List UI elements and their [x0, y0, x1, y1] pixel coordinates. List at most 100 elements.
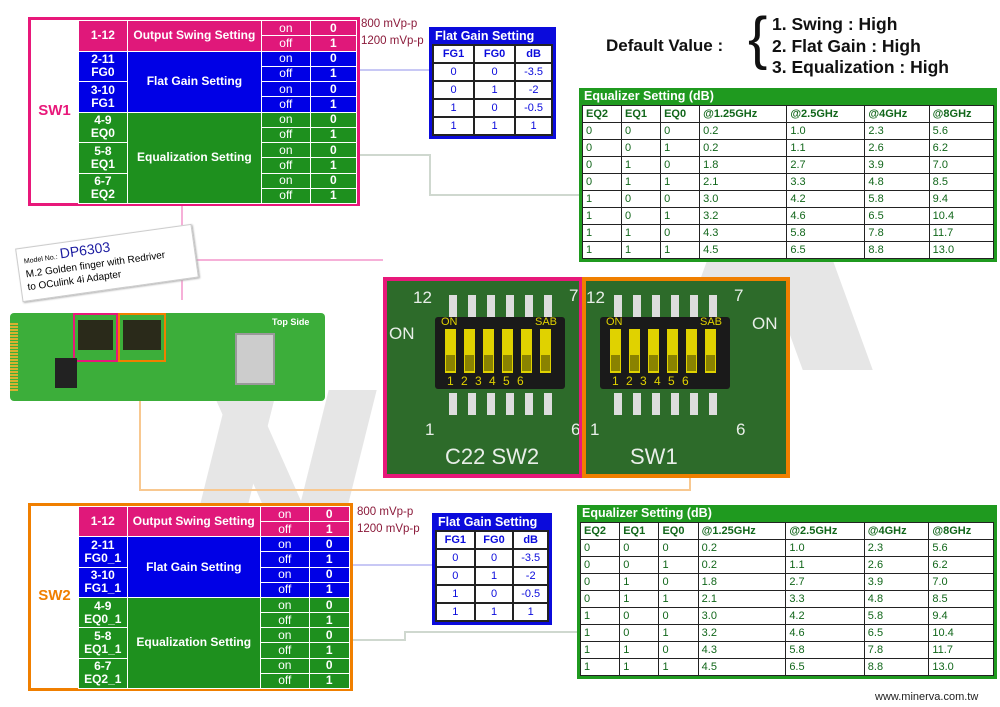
state-value: 1	[309, 65, 358, 83]
on-label: ON	[606, 316, 623, 328]
cell: 1	[619, 658, 660, 676]
header-cell: dB	[512, 530, 549, 550]
brace: {	[748, 6, 768, 71]
cell: 4.6	[786, 207, 866, 225]
state-label: on	[260, 657, 310, 674]
cell: 0	[435, 548, 476, 568]
state-label: on	[260, 141, 311, 159]
state-value: 1	[309, 157, 358, 174]
state-label: off	[260, 35, 311, 52]
switch-slider	[521, 329, 532, 373]
state-value: 0	[308, 505, 351, 523]
pin-label: 6-7 EQ2	[78, 172, 128, 204]
equalizer-title: Equalizer Setting (dB)	[584, 89, 714, 103]
cell: 1	[619, 573, 660, 591]
cell: 1.8	[699, 156, 788, 174]
cell: 2.6	[864, 139, 930, 157]
cell: 1	[435, 584, 476, 604]
cell: 11.7	[928, 641, 994, 659]
cell: 2.1	[699, 173, 788, 191]
state-label: on	[260, 80, 311, 98]
header-cell: EQ0	[660, 105, 701, 123]
cell: 4.3	[697, 641, 787, 659]
cell: 5.6	[928, 539, 994, 557]
default-value-label: Default Value :	[606, 36, 724, 55]
pin	[506, 393, 514, 415]
header-cell: @4GHz	[863, 522, 930, 540]
pin-label: 3-10 FG1	[78, 81, 128, 113]
cell: 1	[621, 173, 662, 191]
state-value: 0	[309, 80, 358, 98]
cell: 0.2	[697, 556, 787, 574]
cell: 1.1	[785, 556, 865, 574]
cell: 4.8	[863, 590, 930, 608]
cell: 10.4	[928, 624, 994, 642]
header-cell: FG0	[473, 44, 517, 64]
pin	[614, 393, 622, 415]
cell: 4.2	[785, 607, 865, 625]
cell: 1	[658, 658, 699, 676]
group-label: Equalization Setting	[126, 111, 262, 204]
pin-7-label: 7	[569, 286, 579, 305]
default-equalization: 3. Equalization : High	[772, 57, 949, 77]
cell: 0	[579, 539, 621, 557]
header-cell: FG0	[473, 530, 515, 550]
cell: 6.5	[864, 207, 930, 225]
cell: 2.7	[786, 156, 866, 174]
cell: 1	[658, 590, 699, 608]
cell: 4.5	[697, 658, 787, 676]
state-value: 0	[309, 19, 358, 37]
state-label: on	[260, 536, 310, 553]
pin	[544, 393, 552, 415]
cell: 1	[581, 207, 623, 225]
cell: 7.8	[863, 641, 930, 659]
cell: 4.8	[864, 173, 930, 191]
pin-label: 5-8 EQ1_1	[78, 627, 128, 659]
cell: 7.0	[928, 573, 994, 591]
cell: 8.5	[928, 590, 994, 608]
cell: 1	[431, 98, 476, 118]
header-cell: @1.25GHz	[697, 522, 787, 540]
cell: 1	[619, 590, 660, 608]
cell: 9.4	[928, 190, 995, 208]
cell: 1	[579, 658, 621, 676]
model-prefix: Model No.:	[23, 253, 59, 266]
cell: 0	[621, 207, 662, 225]
state-label: off	[260, 612, 310, 629]
cell: 0	[579, 590, 621, 608]
cell: 1	[579, 641, 621, 659]
cell: 0	[619, 624, 660, 642]
cell: 11.7	[928, 224, 995, 242]
cell: -2	[512, 566, 549, 586]
cell: -0.5	[512, 584, 549, 604]
pin-label: 4-9 EQ0_1	[78, 596, 128, 629]
cell: 4.3	[699, 224, 788, 242]
equalizer-title: Equalizer Setting (dB)	[582, 506, 712, 520]
pin-6-label: 6	[736, 420, 746, 439]
cell: 1	[473, 116, 517, 136]
pin-7-label: 7	[734, 286, 744, 305]
cell: 8.8	[864, 241, 930, 259]
cell: 1	[621, 224, 662, 242]
cell: 4.5	[699, 241, 788, 259]
state-value: 1	[308, 551, 351, 568]
pin	[468, 295, 476, 317]
cell: 0	[619, 607, 660, 625]
cell: 0	[619, 556, 660, 574]
pin-label: 2-11 FG0	[78, 50, 128, 82]
sab-label: SAB	[699, 316, 722, 328]
cell: 4.6	[785, 624, 865, 642]
cell: 0	[581, 156, 623, 174]
pin	[525, 393, 533, 415]
pin	[652, 295, 660, 317]
cell: 0	[621, 190, 662, 208]
cell: 6.2	[928, 139, 995, 157]
